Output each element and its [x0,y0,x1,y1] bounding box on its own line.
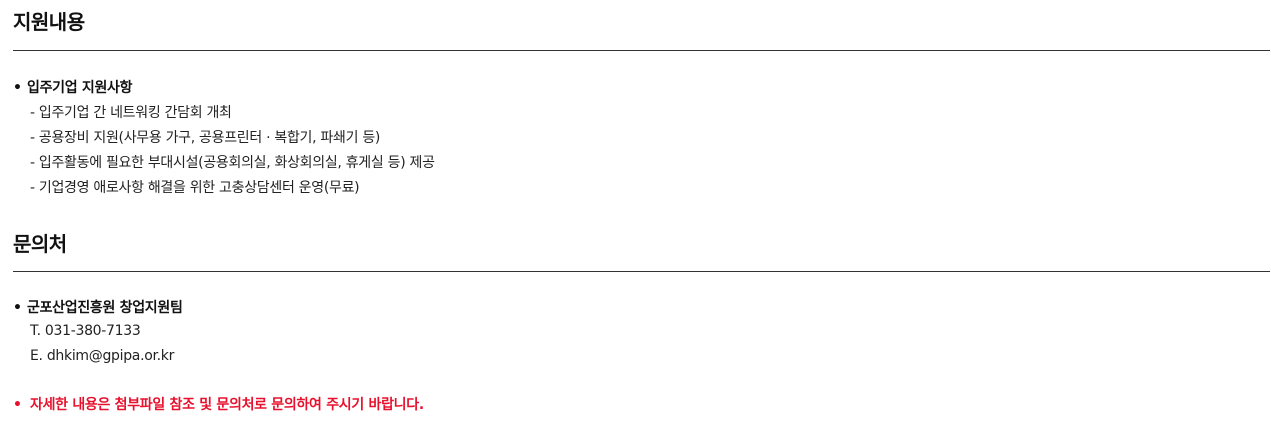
support-item-1: - 입주기업 간 네트워킹 간담회 개최 [30,105,232,121]
bullet-dot-icon: • [13,300,22,316]
bullet-dot-icon: • [13,397,22,413]
support-section-title: 지원내용 [13,10,85,34]
bullet-dot-icon: • [13,80,22,96]
contact-phone: T. 031-380-7133 [30,323,141,339]
support-bullet-head: • 입주기업 지원사항 [13,77,133,97]
contact-section-title: 문의처 [13,232,67,256]
support-item-4: - 기업경영 애로사항 해결을 위한 고충상담센터 운영(무료) [30,180,360,196]
support-item-2: - 공용장비 지원(사무용 가구, 공용프린터 · 복합기, 파쇄기 등) [30,130,381,146]
contact-email[interactable]: E. dhkim@gpipa.or.kr [30,348,175,364]
contact-head-label: 군포산업진흥원 창업지원팀 [27,300,183,316]
notice-text: 자세한 내용은 첨부파일 참조 및 문의처로 문의하여 주시기 바랍니다. [30,397,424,413]
support-item-3: - 입주활동에 필요한 부대시설(공용회의실, 화상회의실, 휴게실 등) 제공 [30,155,435,171]
contact-divider [13,271,1270,272]
support-divider [13,50,1270,51]
contact-bullet-head: • 군포산업진흥원 창업지원팀 [13,297,183,317]
notice-line: • 자세한 내용은 첨부파일 참조 및 문의처로 문의하여 주시기 바랍니다. [13,394,424,414]
support-head-label: 입주기업 지원사항 [27,80,133,96]
